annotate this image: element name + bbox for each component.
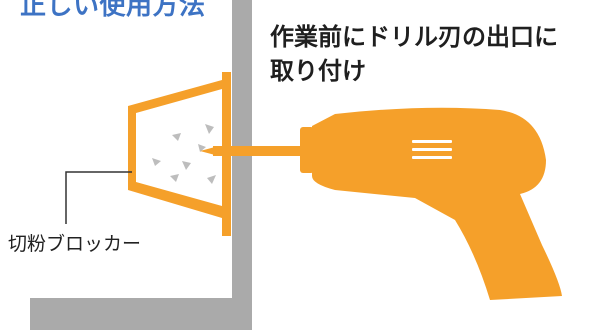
debris-icon — [152, 124, 216, 184]
vent-lines-icon — [412, 140, 452, 159]
chip-blocker — [128, 72, 231, 236]
drill-icon — [300, 107, 562, 300]
instruction-line-2: 取り付け — [270, 57, 366, 85]
drill-shaft — [213, 146, 305, 156]
callout-leader — [65, 171, 132, 224]
instruction-text: 作業前にドリル刃の出口に 取り付け — [270, 20, 590, 88]
wall-vertical — [232, 0, 252, 330]
wall-horizontal — [30, 298, 252, 330]
instruction-line-1: 作業前にドリル刃の出口に — [270, 23, 558, 51]
section-heading: 正しい使用方法 — [20, 0, 206, 21]
drill-bit — [200, 147, 215, 155]
device-label: 切粉ブロッカー — [8, 233, 142, 255]
